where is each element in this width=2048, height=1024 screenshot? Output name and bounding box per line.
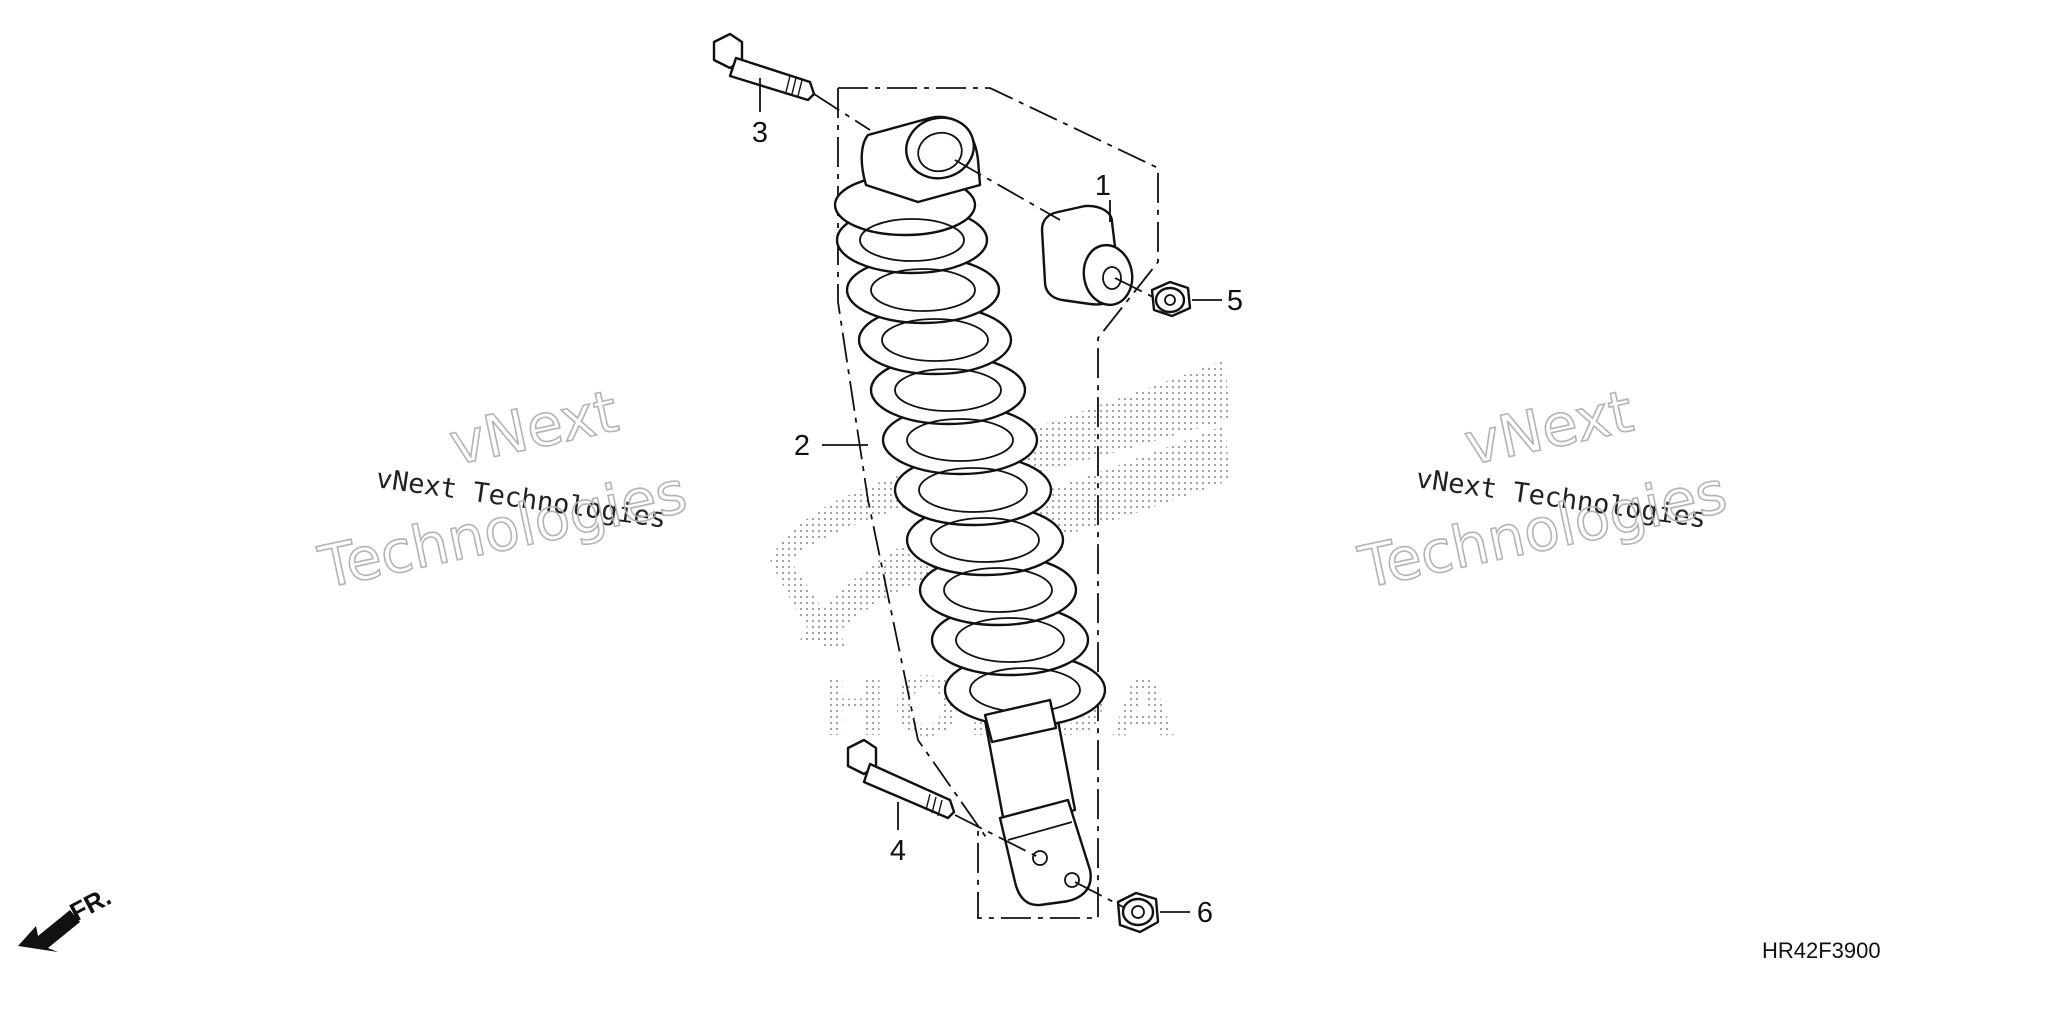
callout-6: 6 bbox=[1197, 897, 1213, 929]
callout-1: 1 bbox=[1095, 170, 1111, 202]
rear-shock-absorber bbox=[833, 115, 1107, 907]
nut-part-6 bbox=[1116, 891, 1160, 934]
watermark-left: vNext vNext Technologies Technologies bbox=[312, 376, 693, 603]
bolt-part-3 bbox=[712, 32, 816, 102]
callout-4: 4 bbox=[890, 835, 906, 867]
assembly-boundary bbox=[837, 87, 1159, 919]
callout-2: 2 bbox=[794, 430, 810, 462]
leader-lines bbox=[759, 78, 1222, 913]
diagram-code: HR42F3900 bbox=[1762, 938, 1881, 963]
watermark-big-line2: Technologies bbox=[1353, 458, 1733, 602]
watermark-big-line1: vNext bbox=[444, 377, 624, 479]
assembly-centerlines bbox=[813, 93, 1156, 909]
front-arrow-icon bbox=[18, 910, 80, 952]
callout-5: 5 bbox=[1227, 285, 1243, 317]
watermark-big-line1: vNext bbox=[1459, 377, 1639, 479]
coil-spring bbox=[833, 173, 1107, 728]
bolt-part-4 bbox=[846, 738, 956, 820]
callout-3: 3 bbox=[752, 117, 768, 149]
nut-part-5 bbox=[1150, 280, 1192, 318]
bushing-part-1 bbox=[1040, 204, 1134, 307]
watermark-big-line2: Technologies bbox=[313, 458, 693, 602]
watermark-right: vNext vNext Technologies Technologies bbox=[1352, 376, 1733, 603]
front-direction-indicator: FR. bbox=[18, 881, 116, 952]
